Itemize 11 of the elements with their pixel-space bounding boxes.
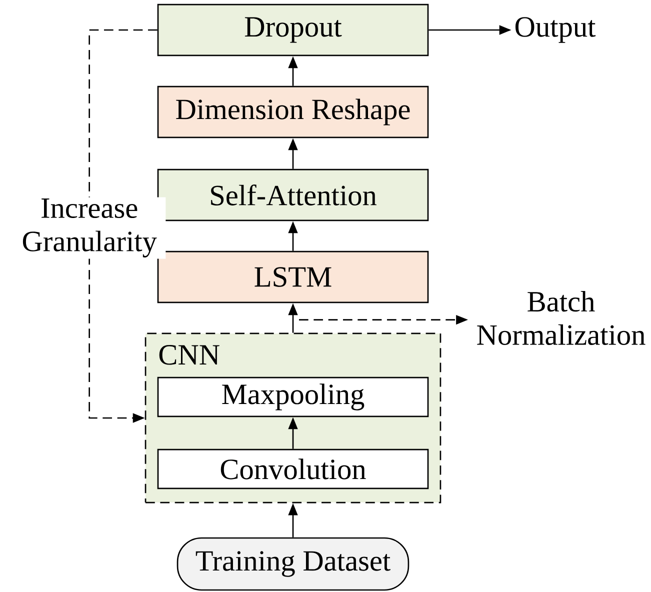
process-box: Maxpooling: [157, 376, 429, 418]
input-box: Training Dataset: [176, 537, 410, 591]
arrow: [88, 29, 158, 423]
process-box: LSTM: [157, 250, 429, 304]
output-label: Output: [515, 17, 596, 43]
process-box: Dropout: [157, 4, 429, 56]
process-box: Self-Attention: [157, 168, 429, 222]
process-box: Dimension Reshape: [157, 86, 429, 138]
process-box: Convolution: [157, 448, 429, 490]
output-label: Batch Normalization: [477, 291, 646, 345]
edge-label: Increase Granularity: [13, 197, 166, 259]
